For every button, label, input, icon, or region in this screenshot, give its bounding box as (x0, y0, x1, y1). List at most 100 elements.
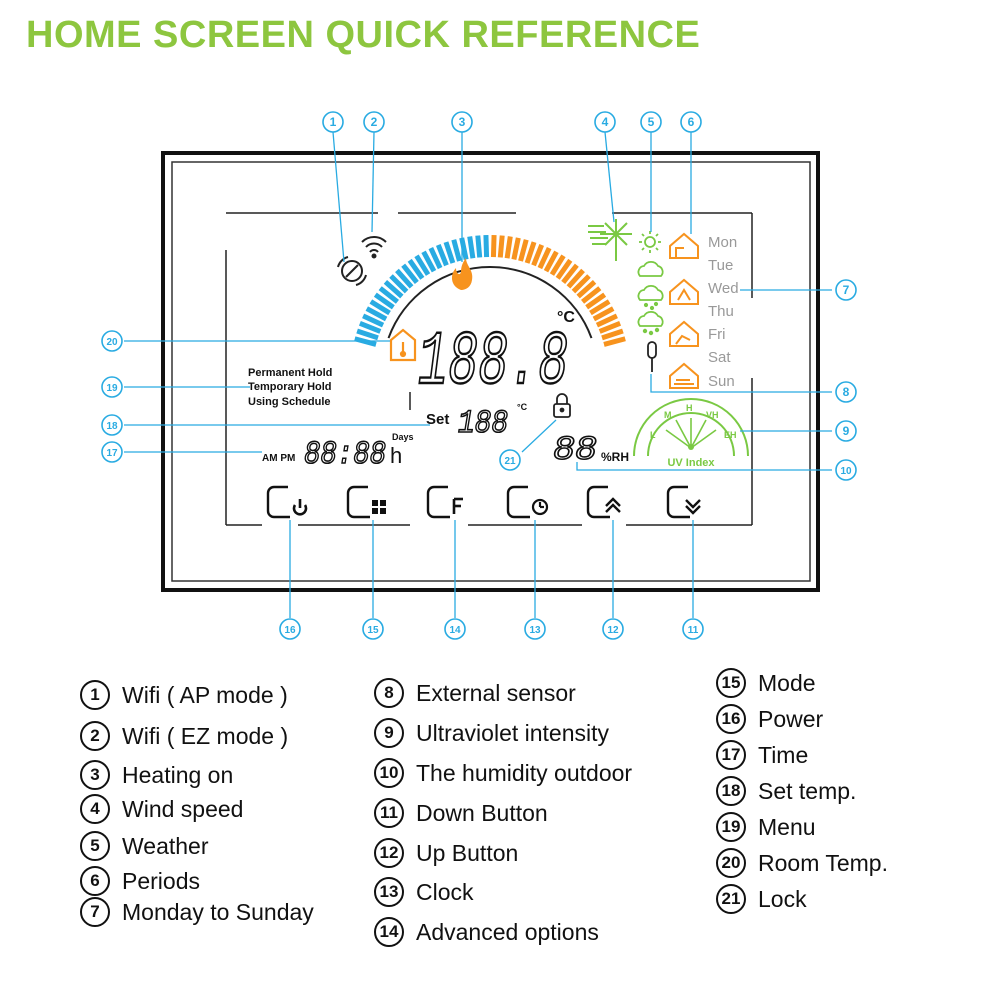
arc-tick (549, 254, 566, 276)
arc-tick (603, 336, 626, 347)
arc-tick (369, 299, 391, 316)
callout-number: 11 (688, 625, 699, 636)
humidity-display: 88 (553, 432, 597, 470)
flame-icon (451, 258, 473, 290)
arc-tick (395, 268, 414, 289)
legend-number: 21 (716, 884, 746, 914)
hour-label: h (390, 443, 402, 468)
down-icon (685, 499, 701, 515)
uv-index-label: UV Index (667, 457, 715, 469)
snow-icon (637, 310, 664, 336)
legend-text: Advanced options (416, 918, 599, 945)
days-label: Days (392, 432, 414, 442)
legend-text: Room Temp. (758, 849, 888, 876)
legend-number: 15 (716, 668, 746, 698)
set-temp-display: 188 (458, 405, 508, 442)
uv-scale-label: M (664, 410, 672, 420)
hold-mode-schedule: Using Schedule (248, 396, 331, 408)
arc-tick (585, 292, 607, 310)
callout-circle (680, 111, 702, 133)
arc-tick (537, 247, 552, 270)
callout-number: 2 (371, 115, 378, 129)
up-button[interactable] (586, 485, 621, 519)
legend-text: Wifi ( AP mode ) (122, 681, 288, 708)
arc-tick (407, 258, 425, 280)
arc-tick (581, 286, 602, 304)
wind-icon (588, 219, 632, 261)
callout-circle (101, 330, 123, 352)
legend-text: Down Button (416, 799, 548, 826)
day-label: Wed (708, 280, 739, 297)
callout-circle (602, 618, 624, 640)
legend-number: 11 (374, 798, 404, 828)
legend-number: 20 (716, 848, 746, 878)
function-button[interactable] (426, 485, 463, 519)
down-button[interactable] (666, 485, 701, 519)
callout-circle (835, 381, 857, 403)
callout-circle (835, 459, 857, 481)
callout-circle (101, 441, 123, 463)
arc-tick (576, 280, 597, 299)
clock-button[interactable] (506, 485, 549, 519)
callout-circle (101, 376, 123, 398)
cloud-icon (637, 260, 664, 277)
arc-tick (595, 313, 618, 328)
callout-circle (594, 111, 616, 133)
clock-display: 88:88 (304, 436, 386, 473)
arc-tick (555, 258, 573, 280)
callout-lines (124, 131, 832, 618)
arc-tick (378, 286, 399, 304)
wifi-ez-icon (361, 236, 387, 259)
mode-button[interactable] (346, 485, 386, 519)
uv-scale-label: VH (706, 410, 719, 420)
callout-circle (682, 618, 704, 640)
legend-number: 16 (716, 704, 746, 734)
uv-scale-label: L (650, 430, 656, 440)
arc-tick (475, 235, 483, 258)
lock-icon (553, 393, 571, 418)
callout-circle (451, 111, 473, 133)
arc-tick (467, 236, 476, 259)
callout-circle (279, 618, 301, 640)
callout-number: 10 (840, 466, 852, 477)
sensor-icon (647, 341, 657, 372)
callout-circle (835, 279, 857, 301)
arc-tick (531, 243, 545, 267)
callout-circle (499, 449, 521, 471)
arc-tick (362, 313, 385, 328)
arc-tick (571, 274, 591, 294)
temperature-arc (354, 234, 626, 347)
day-label: Sun (708, 373, 735, 390)
power-button[interactable] (266, 485, 308, 519)
callout-number: 1 (330, 115, 337, 129)
callout-number: 3 (459, 115, 466, 129)
legend-number: 17 (716, 740, 746, 770)
callout-circle (362, 618, 384, 640)
arc-tick (561, 263, 579, 284)
set-label: Set (426, 411, 449, 428)
callout-number: 21 (504, 456, 516, 467)
legend-number: 13 (374, 877, 404, 907)
arc-tick (365, 306, 388, 322)
callout-number: 13 (529, 625, 541, 636)
callout-number: 8 (843, 385, 850, 399)
function-icon (452, 497, 463, 514)
power-icon (292, 499, 308, 516)
callout-number: 16 (284, 625, 296, 636)
up-icon (605, 497, 621, 513)
device-inner-frame (171, 161, 811, 582)
arc-tick (389, 274, 409, 294)
arc-tick (511, 237, 521, 260)
callout-number: 7 (843, 283, 850, 297)
callout-number: 9 (843, 424, 850, 438)
day-label: Thu (708, 303, 734, 320)
arc-tick (601, 328, 624, 341)
legend-number: 9 (374, 718, 404, 748)
